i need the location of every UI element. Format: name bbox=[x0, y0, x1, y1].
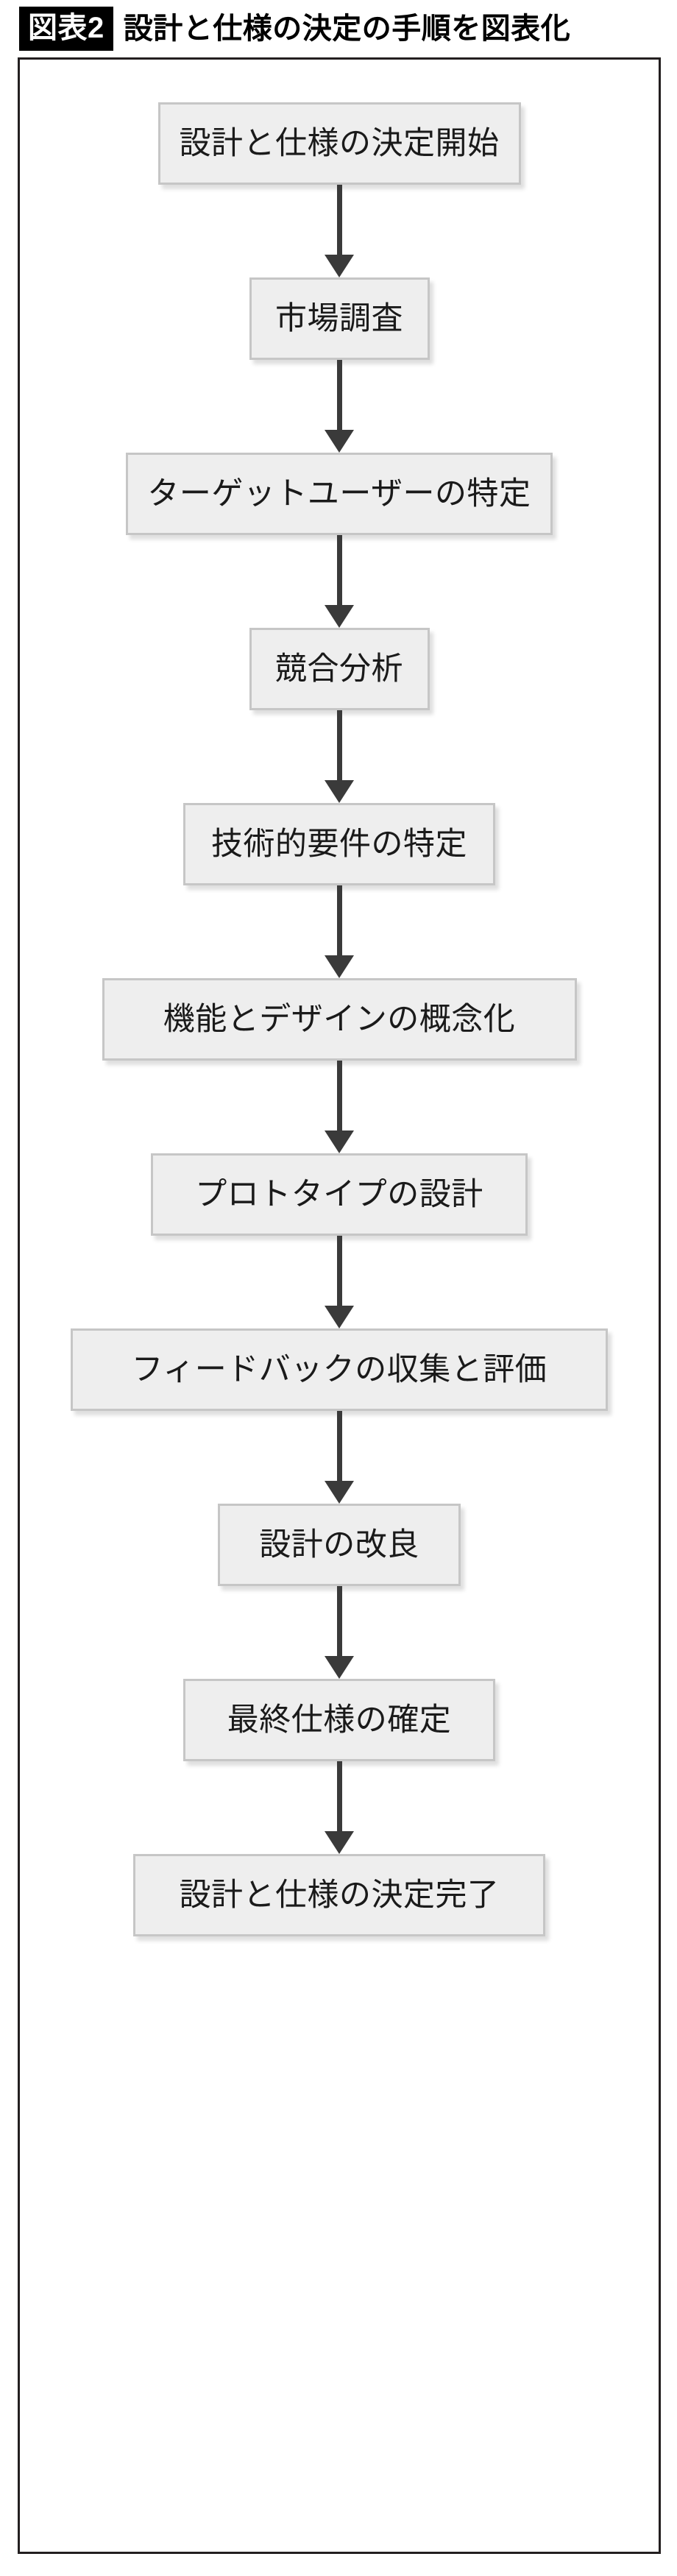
arrow-head-icon bbox=[325, 1306, 354, 1328]
flow-node-label: 最終仕様の確定 bbox=[227, 1702, 452, 1738]
arrow-head-icon bbox=[325, 1481, 354, 1504]
flow-node-label: 技術的要件の特定 bbox=[211, 826, 467, 862]
arrow-head-icon bbox=[325, 255, 354, 277]
flow-arrow-4 bbox=[325, 710, 354, 803]
figure-caption-title: 設計と仕様の決定の手順を図表化 bbox=[123, 13, 571, 45]
flow-node-label: 機能とデザインの概念化 bbox=[163, 1001, 516, 1037]
flow-arrow-9 bbox=[325, 1586, 354, 1679]
flow-arrow-7 bbox=[325, 1236, 354, 1328]
arrow-shaft bbox=[336, 710, 342, 781]
flow-node-target-user: ターゲットユーザーの特定 bbox=[126, 453, 553, 535]
arrow-head-icon bbox=[325, 780, 354, 803]
arrow-head-icon bbox=[325, 430, 354, 453]
arrow-shaft bbox=[336, 885, 342, 956]
figure-caption: 図表2 設計と仕様の決定の手順を図表化 bbox=[0, 0, 677, 57]
arrow-shaft bbox=[336, 1236, 342, 1306]
flow-arrow-2 bbox=[325, 360, 354, 453]
flow-node-market-research: 市場調査 bbox=[249, 277, 430, 360]
flow-arrow-8 bbox=[325, 1411, 354, 1504]
flow-node-label: 市場調査 bbox=[275, 300, 403, 336]
flow-arrow-3 bbox=[325, 535, 354, 628]
flow-node-label: 設計と仕様の決定開始 bbox=[179, 125, 500, 161]
arrow-shaft bbox=[336, 1061, 342, 1131]
flow-node-final-spec: 最終仕様の確定 bbox=[183, 1679, 495, 1761]
flow-node-competitor-analysis: 競合分析 bbox=[249, 628, 430, 710]
flow-node-label: フィードバックの収集と評価 bbox=[131, 1351, 547, 1387]
arrow-head-icon bbox=[325, 955, 354, 978]
figure-number-badge: 図表2 bbox=[19, 7, 113, 51]
figure-frame: 設計と仕様の決定開始 市場調査 ターゲットユーザーの特定 競合分析 bbox=[18, 57, 661, 2554]
arrow-shaft bbox=[336, 535, 342, 606]
flow-node-conceptualize: 機能とデザインの概念化 bbox=[102, 978, 577, 1061]
flow-node-label: 設計と仕様の決定完了 bbox=[179, 1877, 500, 1913]
flow-node-prototype-design: プロトタイプの設計 bbox=[151, 1153, 528, 1236]
arrow-head-icon bbox=[325, 1130, 354, 1153]
arrow-shaft bbox=[336, 1761, 342, 1832]
flow-node-end: 設計と仕様の決定完了 bbox=[133, 1854, 545, 1936]
arrow-head-icon bbox=[325, 1831, 354, 1854]
flow-node-start: 設計と仕様の決定開始 bbox=[157, 102, 521, 185]
flow-node-label: プロトタイプの設計 bbox=[195, 1176, 483, 1212]
arrow-shaft bbox=[336, 1411, 342, 1482]
flow-node-tech-requirements: 技術的要件の特定 bbox=[183, 803, 495, 885]
arrow-shaft bbox=[336, 360, 342, 431]
flow-arrow-6 bbox=[325, 1061, 354, 1153]
arrow-shaft bbox=[336, 185, 342, 255]
flow-arrow-10 bbox=[325, 1761, 354, 1854]
flow-node-label: 設計の改良 bbox=[259, 1526, 419, 1563]
flow-arrow-5 bbox=[325, 885, 354, 978]
flow-arrow-1 bbox=[325, 185, 354, 277]
flow-node-label: 競合分析 bbox=[275, 651, 403, 687]
arrow-head-icon bbox=[325, 605, 354, 628]
arrow-head-icon bbox=[325, 1656, 354, 1679]
flow-node-feedback-evaluation: フィードバックの収集と評価 bbox=[71, 1328, 608, 1411]
arrow-shaft bbox=[336, 1586, 342, 1657]
flow-node-label: ターゲットユーザーの特定 bbox=[147, 475, 531, 512]
flow-node-design-refinement: 設計の改良 bbox=[218, 1504, 461, 1586]
flowchart-container: 設計と仕様の決定開始 市場調査 ターゲットユーザーの特定 競合分析 bbox=[20, 60, 659, 2552]
